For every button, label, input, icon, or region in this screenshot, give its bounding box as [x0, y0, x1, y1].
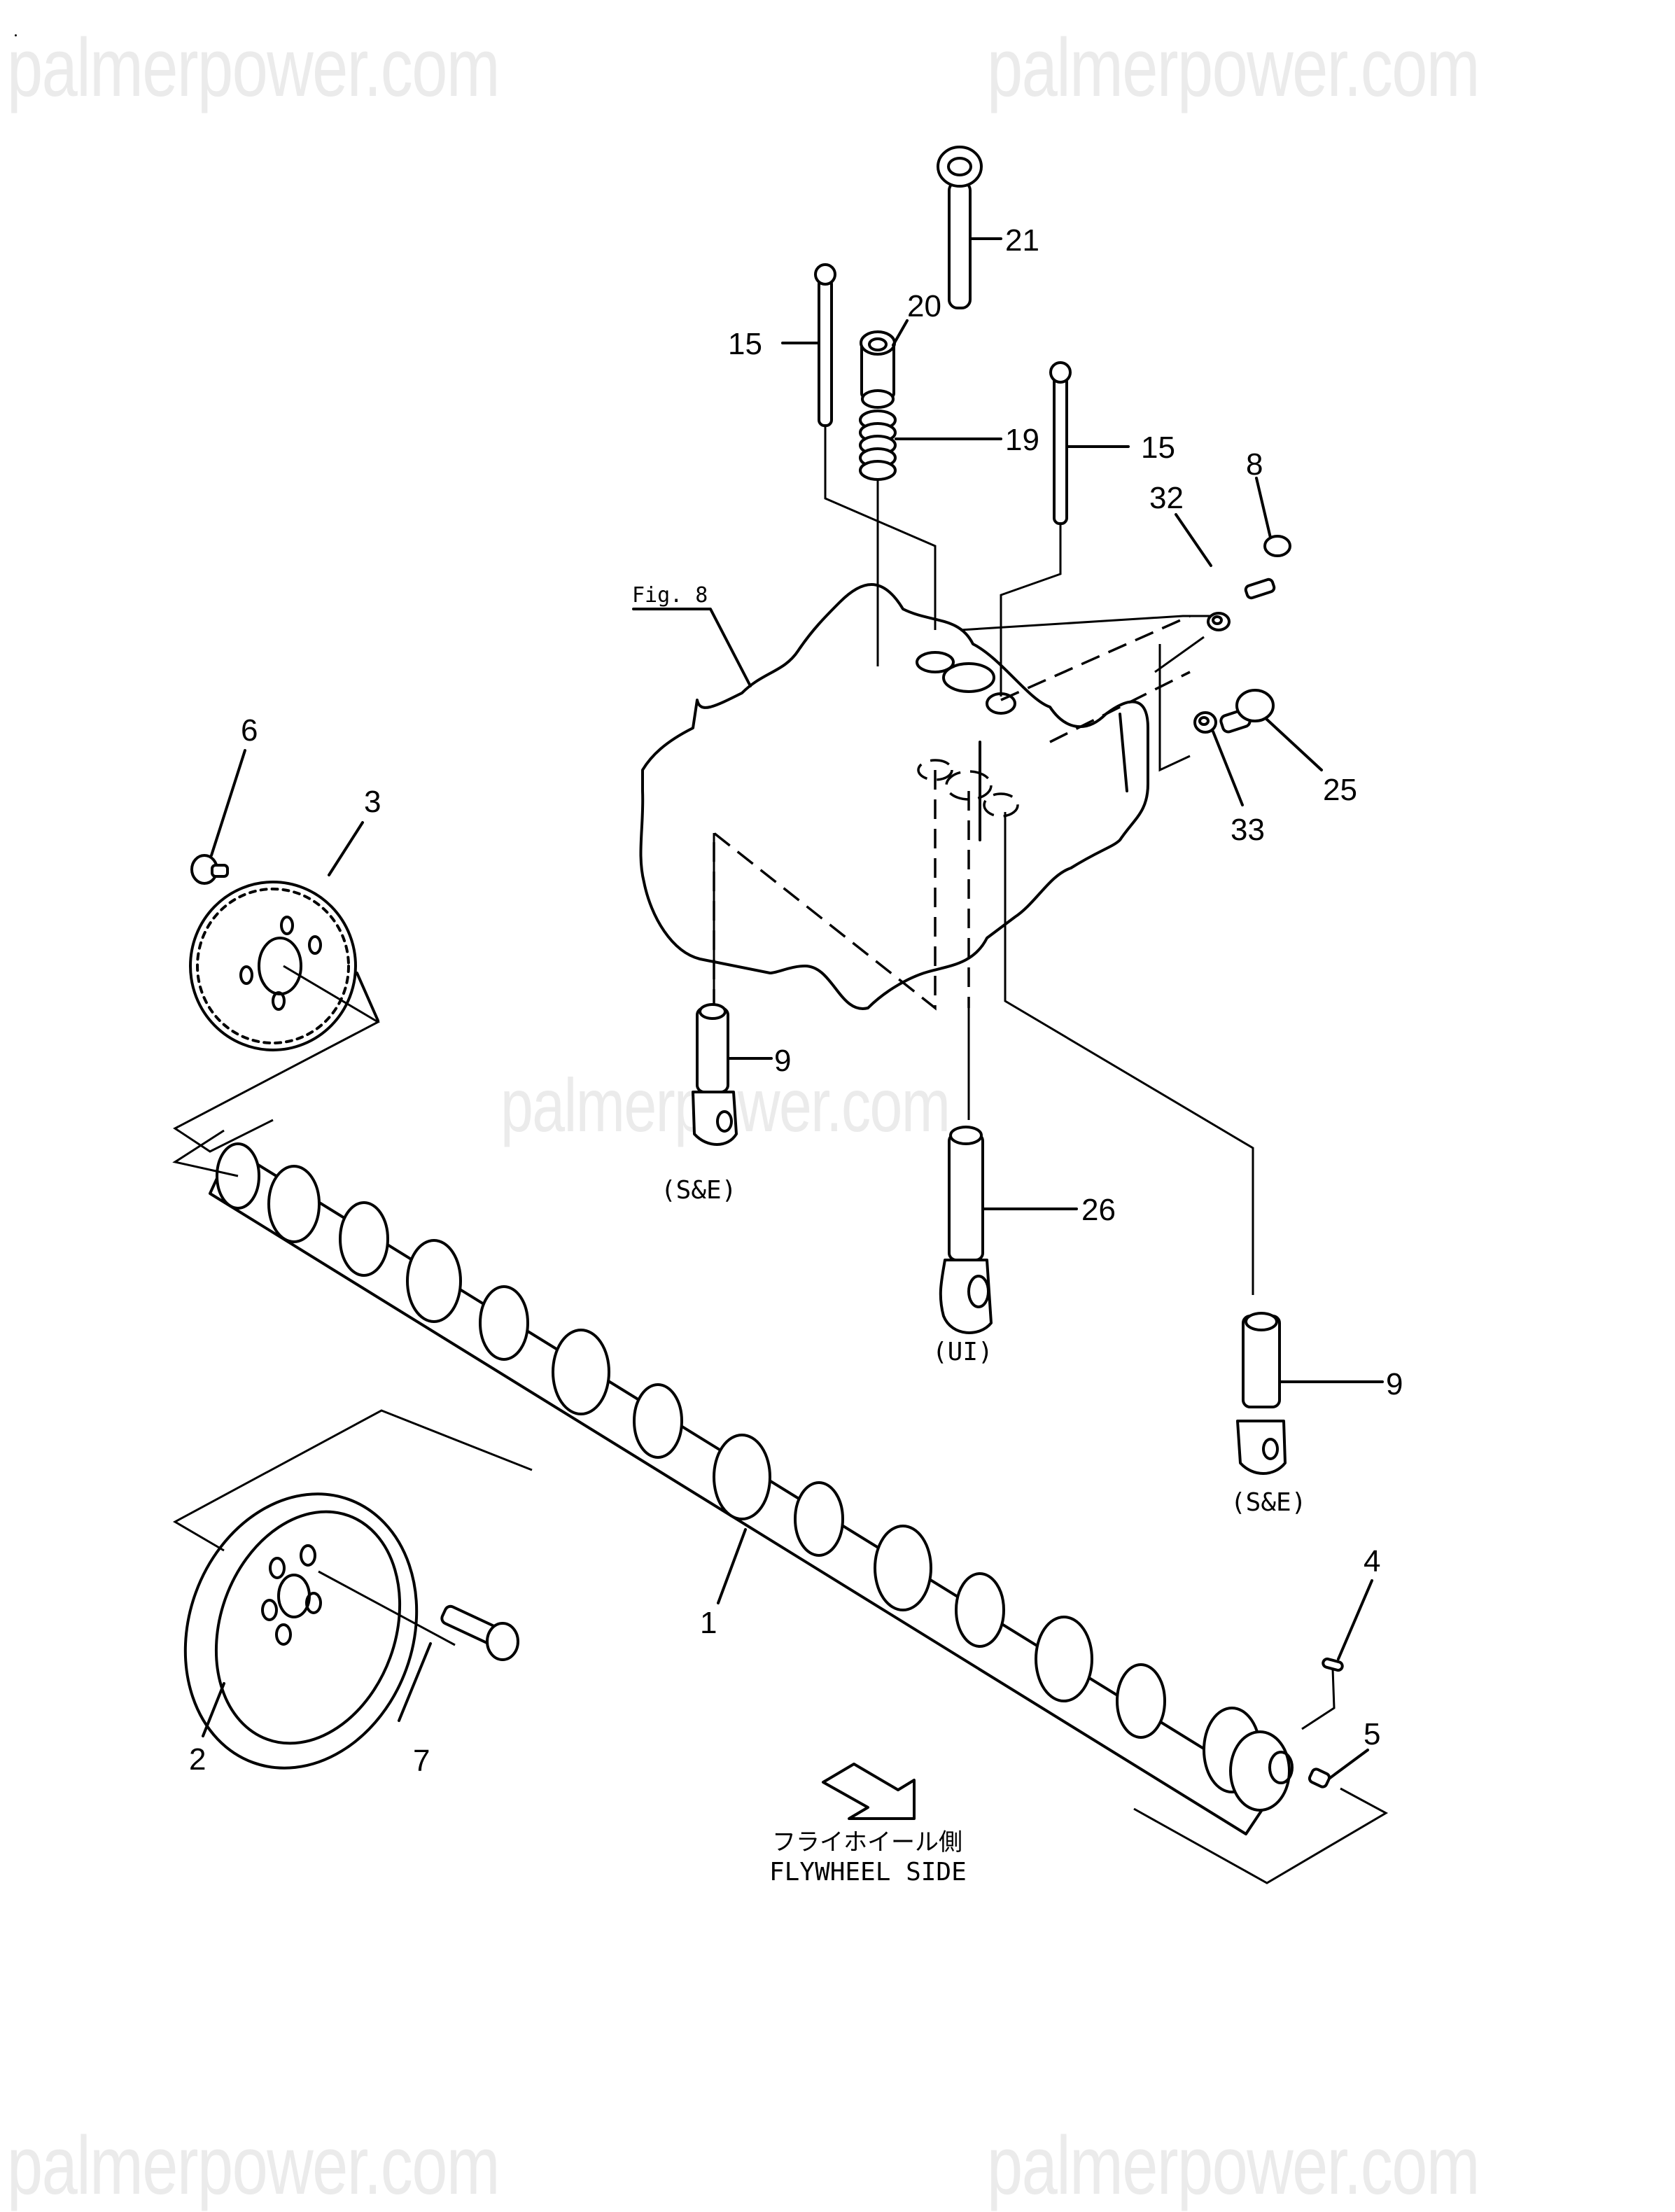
washer-32[interactable]	[1207, 612, 1231, 631]
axis-right-tappet	[1004, 812, 1254, 1295]
variant-label-ui: (UI)	[932, 1338, 993, 1366]
guide-line-4	[1301, 1668, 1336, 1730]
leader-7	[398, 1642, 432, 1722]
leader-4	[1337, 1579, 1373, 1660]
callout-20: 20	[907, 289, 941, 323]
guide-line-3	[356, 972, 379, 1022]
guide-line-7	[318, 1570, 456, 1646]
idler-gear-3[interactable]	[189, 881, 357, 1051]
guide-line-1a	[172, 1129, 239, 1177]
guide-line-32	[1154, 636, 1205, 673]
spring-19[interactable]	[859, 410, 897, 481]
callout-21: 21	[1005, 223, 1039, 258]
callout-2: 2	[189, 1742, 206, 1777]
push-rod-15-right[interactable]	[1049, 361, 1072, 525]
hidden-line-8	[1000, 615, 1191, 701]
tappet-26[interactable]	[939, 1126, 993, 1334]
callout-8: 8	[1246, 447, 1263, 482]
variant-label-se-left: (S&E)	[661, 1176, 736, 1205]
bolt-8[interactable]	[1244, 535, 1291, 600]
figure-reference-label: Fig. 8	[632, 583, 708, 608]
stray-mark	[15, 34, 17, 36]
callout-4: 4	[1364, 1544, 1380, 1578]
leader-1	[717, 1528, 747, 1604]
push-rod-21[interactable]	[937, 146, 983, 309]
callout-32: 32	[1149, 481, 1184, 515]
callout-9-right: 9	[1386, 1367, 1403, 1401]
leader-32	[1175, 513, 1212, 567]
callout-9-left: 9	[774, 1044, 791, 1078]
watermark-top-right: palmerpower.com	[987, 22, 1480, 114]
callout-1: 1	[700, 1606, 717, 1640]
guide-line-33	[1158, 644, 1191, 772]
guide-line-5	[1133, 1787, 1389, 1884]
callout-15-left: 15	[728, 327, 762, 361]
watermark-top-left: palmerpower.com	[7, 22, 500, 114]
flywheel-direction-arrow-icon	[822, 1763, 916, 1820]
leader-2	[202, 1682, 225, 1737]
callout-5: 5	[1364, 1717, 1380, 1751]
plug-5[interactable]	[1308, 1768, 1331, 1788]
guide-line-15-left	[824, 427, 937, 630]
guide-line-15-right	[1000, 525, 1062, 696]
variant-label-se-right: (S&E)	[1231, 1488, 1306, 1517]
tappet-9-left[interactable]	[692, 1003, 738, 1146]
callout-25: 25	[1323, 773, 1357, 807]
tappet-9-right[interactable]	[1236, 1312, 1287, 1475]
flywheel-side-japanese: フライホイール側	[772, 1828, 962, 1856]
camshaft-gear-2[interactable]	[148, 1461, 454, 1800]
guide-line-8	[960, 615, 1211, 631]
bolt-25[interactable]	[1219, 689, 1275, 734]
leader-6	[210, 749, 246, 857]
callout-33: 33	[1231, 813, 1265, 847]
spring-seat-20[interactable]	[860, 330, 896, 409]
callout-6: 6	[241, 713, 258, 748]
bolt-6[interactable]	[190, 854, 229, 885]
camshaft-1[interactable]	[209, 1142, 1294, 1835]
leader-8	[1255, 477, 1272, 539]
washer-33[interactable]	[1193, 711, 1217, 734]
hidden-line-33	[1049, 671, 1191, 743]
callout-19: 19	[1005, 423, 1039, 457]
leader-20	[892, 319, 909, 346]
leader-3	[328, 821, 364, 876]
callout-3: 3	[364, 785, 381, 819]
leader-33	[1212, 730, 1244, 806]
flywheel-side-english: FLYWHEEL SIDE	[769, 1858, 967, 1886]
hidden-line-left-tappet	[713, 770, 937, 1011]
callout-15-right: 15	[1141, 430, 1175, 465]
push-rod-15-left[interactable]	[814, 263, 836, 427]
callout-26: 26	[1081, 1193, 1116, 1227]
watermark-bottom-left: palmerpower.com	[7, 2120, 500, 2212]
bolt-7[interactable]	[440, 1604, 519, 1661]
leader-25	[1264, 717, 1323, 771]
callout-7: 7	[413, 1744, 430, 1778]
leader-5	[1329, 1749, 1369, 1779]
watermark-bottom-right: palmerpower.com	[987, 2120, 1480, 2212]
key-4[interactable]	[1322, 1657, 1344, 1672]
guide-line-2	[172, 1409, 533, 1552]
cylinder-head-block-fig8[interactable]	[639, 583, 1149, 1010]
figure-reference-leader	[632, 608, 752, 687]
guide-line-3b	[173, 965, 381, 1153]
